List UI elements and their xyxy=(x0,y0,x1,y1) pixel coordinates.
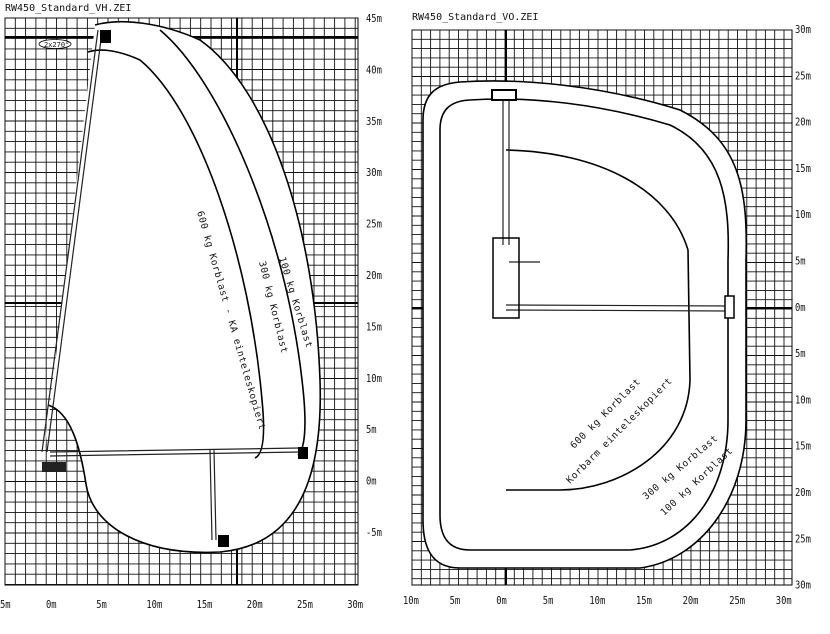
axis-tick-label: 5m xyxy=(96,599,107,611)
axis-tick-label: 25m xyxy=(729,595,745,607)
axis-tick-label: -5m xyxy=(366,527,382,539)
axis-tick-label: 5m xyxy=(795,348,806,360)
left-diagram-title: RW450_Standard_VH.ZEI xyxy=(5,3,131,14)
axis-tick-label: 25m xyxy=(795,533,811,545)
axis-tick-label: 0m xyxy=(795,302,806,314)
left-diagram: RW450_Standard_VH.ZEI 2x270° 600 kg Korb… xyxy=(0,3,382,611)
axis-tick-label: 30m xyxy=(795,24,811,36)
axis-tick-label: 25m xyxy=(297,599,313,611)
right-vehicle xyxy=(492,237,520,319)
axis-tick-label: 0m xyxy=(366,476,377,488)
axis-tick-label: 25m xyxy=(366,219,382,231)
axis-tick-label: 5m xyxy=(543,595,554,607)
right-envelope-100kg xyxy=(422,80,748,569)
right-basket-top xyxy=(491,89,517,101)
axis-tick-label: 30m xyxy=(366,167,382,179)
axis-tick-label: 40m xyxy=(366,65,382,77)
axis-tick-label: 20m xyxy=(795,117,811,129)
axis-tick-label: 25m xyxy=(795,70,811,82)
left-rotation-badge-text: 2x270° xyxy=(44,41,69,49)
axis-tick-label: 15m xyxy=(197,599,213,611)
axis-tick-label: 10m xyxy=(589,595,605,607)
axis-tick-label: 5m xyxy=(366,424,377,436)
axis-tick-label: 5m xyxy=(795,256,806,268)
axis-tick-label: 45m xyxy=(366,13,382,25)
right-boom xyxy=(502,100,731,312)
axis-tick-label: 15m xyxy=(795,441,811,453)
right-envelope-300kg xyxy=(439,98,730,551)
left-basket-bottom xyxy=(218,535,229,547)
left-basket-right xyxy=(298,447,308,459)
left-envelope-fill xyxy=(45,21,321,553)
right-diagram-title: RW450_Standard_VO.ZEI xyxy=(412,12,538,23)
axis-tick-label: 0m xyxy=(46,599,57,611)
left-axis-ticks: 45m 40m 35m 30m 25m 20m 15m 10m 5m 0m -5m 5m 0m 5m 10m… xyxy=(0,13,382,611)
axis-tick-label: 10m xyxy=(795,209,811,221)
left-basket-top xyxy=(100,30,111,43)
left-envelope-300kg xyxy=(159,29,306,456)
left-envelope-100kg xyxy=(47,20,322,554)
axis-tick-label: 20m xyxy=(795,487,811,499)
axis-tick-label: 30m xyxy=(347,599,363,611)
axis-tick-label: 30m xyxy=(776,595,792,607)
right-axis-ticks: 30m 25m 20m 15m 10m 5m 0m 5m 10m 15m 20m 25m 30m 10m 5… xyxy=(403,24,811,607)
left-rotation-badge xyxy=(38,39,72,49)
axis-tick-label: 15m xyxy=(366,322,382,334)
axis-tick-label: 5m xyxy=(0,599,11,611)
axis-tick-label: 5m xyxy=(450,595,461,607)
axis-tick-label: 10m xyxy=(366,373,382,385)
axis-tick-label: 20m xyxy=(683,595,699,607)
axis-tick-label: 20m xyxy=(366,270,382,282)
right-basket-right xyxy=(724,295,735,319)
left-vehicle xyxy=(42,462,66,472)
right-diagram: RW450_Standard_VO.ZEI 600 kg Korblast Ko… xyxy=(403,12,811,607)
axis-tick-label: 30m xyxy=(795,580,811,592)
axis-tick-label: 15m xyxy=(636,595,652,607)
axis-tick-label: 35m xyxy=(366,116,382,128)
axis-tick-label: 10m xyxy=(795,395,811,407)
axis-tick-label: 15m xyxy=(795,163,811,175)
axis-tick-label: 10m xyxy=(403,595,419,607)
left-boom xyxy=(41,29,301,541)
right-envelope-600kg xyxy=(505,149,691,491)
left-envelope-600kg xyxy=(87,49,265,459)
axis-tick-label: 0m xyxy=(496,595,507,607)
axis-tick-label: 10m xyxy=(146,599,162,611)
axis-tick-label: 20m xyxy=(247,599,263,611)
